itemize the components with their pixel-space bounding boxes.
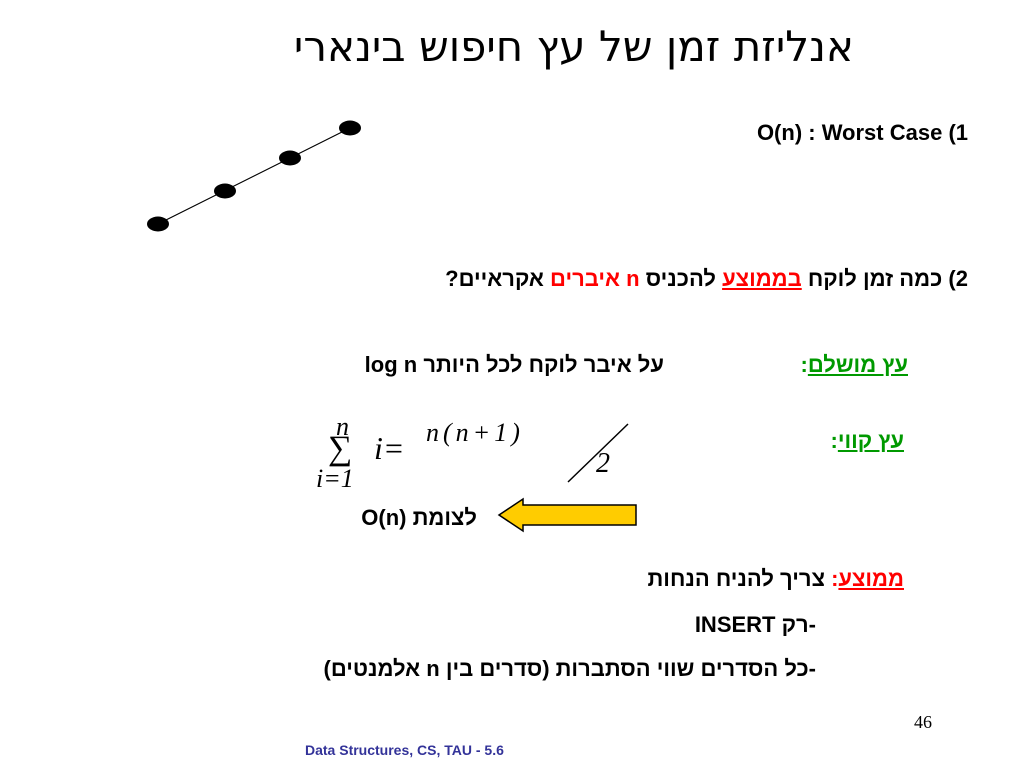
question-line: 2) כמה זמן לוקח בממוצע להכניס n איברים א… <box>445 266 968 292</box>
question-mid: להכניס <box>639 266 723 291</box>
question-prefix: 2) כמה זמן לוקח <box>801 266 968 291</box>
left-arrow-icon <box>497 497 637 533</box>
sum-upper: n <box>336 412 349 441</box>
complete-tree-word: עץ מושלם <box>807 352 908 377</box>
node-cost-text: O(n) לצומת <box>361 505 477 530</box>
sum-lower: i=1 <box>316 464 354 493</box>
sum-body: i= <box>374 430 405 466</box>
average-word: בממוצע <box>722 266 802 291</box>
question-suffix: אקראיים? <box>445 266 551 291</box>
assumption-insert-only: -רק INSERT <box>694 612 816 637</box>
average-line: ממוצע: צריך להניח הנחות <box>648 566 904 592</box>
assumption-equal-probability: -כל הסדרים שווי הסתברות (סדרים בין n אלמ… <box>323 656 817 681</box>
sum-formula: n ∑ i=1 i= n(n+1) 2 <box>314 412 634 494</box>
tree-node <box>279 150 301 166</box>
average-label: ממוצע <box>838 566 904 591</box>
complete-tree-label: עץ מושלם: <box>801 352 908 378</box>
linear-tree-colon: : <box>830 428 838 453</box>
fraction-denominator: 2 <box>596 448 610 479</box>
average-colon: : <box>831 566 839 591</box>
complete-tree-colon: : <box>800 352 808 377</box>
tree-node <box>214 183 236 199</box>
slide-title: אנליזת זמן של עץ חיפוש בינארי <box>293 22 854 71</box>
tree-edge <box>157 127 351 225</box>
footer-text: Data Structures, CS, TAU - 5.6 <box>305 742 504 758</box>
tree-node <box>147 216 169 232</box>
fraction-slash <box>567 423 629 483</box>
sigma-symbol: ∑ <box>328 430 353 467</box>
linear-tree-label: עץ קווי: <box>831 428 904 454</box>
page-number: 46 <box>914 712 932 732</box>
linear-tree-diagram <box>147 120 361 232</box>
tree-node <box>339 120 361 136</box>
fraction-numerator: n(n+1) <box>426 418 524 447</box>
average-text: צריך להניח הנחות <box>647 566 832 591</box>
n-elements: n איברים <box>550 266 640 291</box>
complete-tree-text: על איבר לוקח לכל היותר log n <box>364 352 664 377</box>
worst-case-line: O(n) : Worst Case (1 <box>756 120 968 145</box>
linear-tree-word: עץ קווי <box>837 428 904 453</box>
